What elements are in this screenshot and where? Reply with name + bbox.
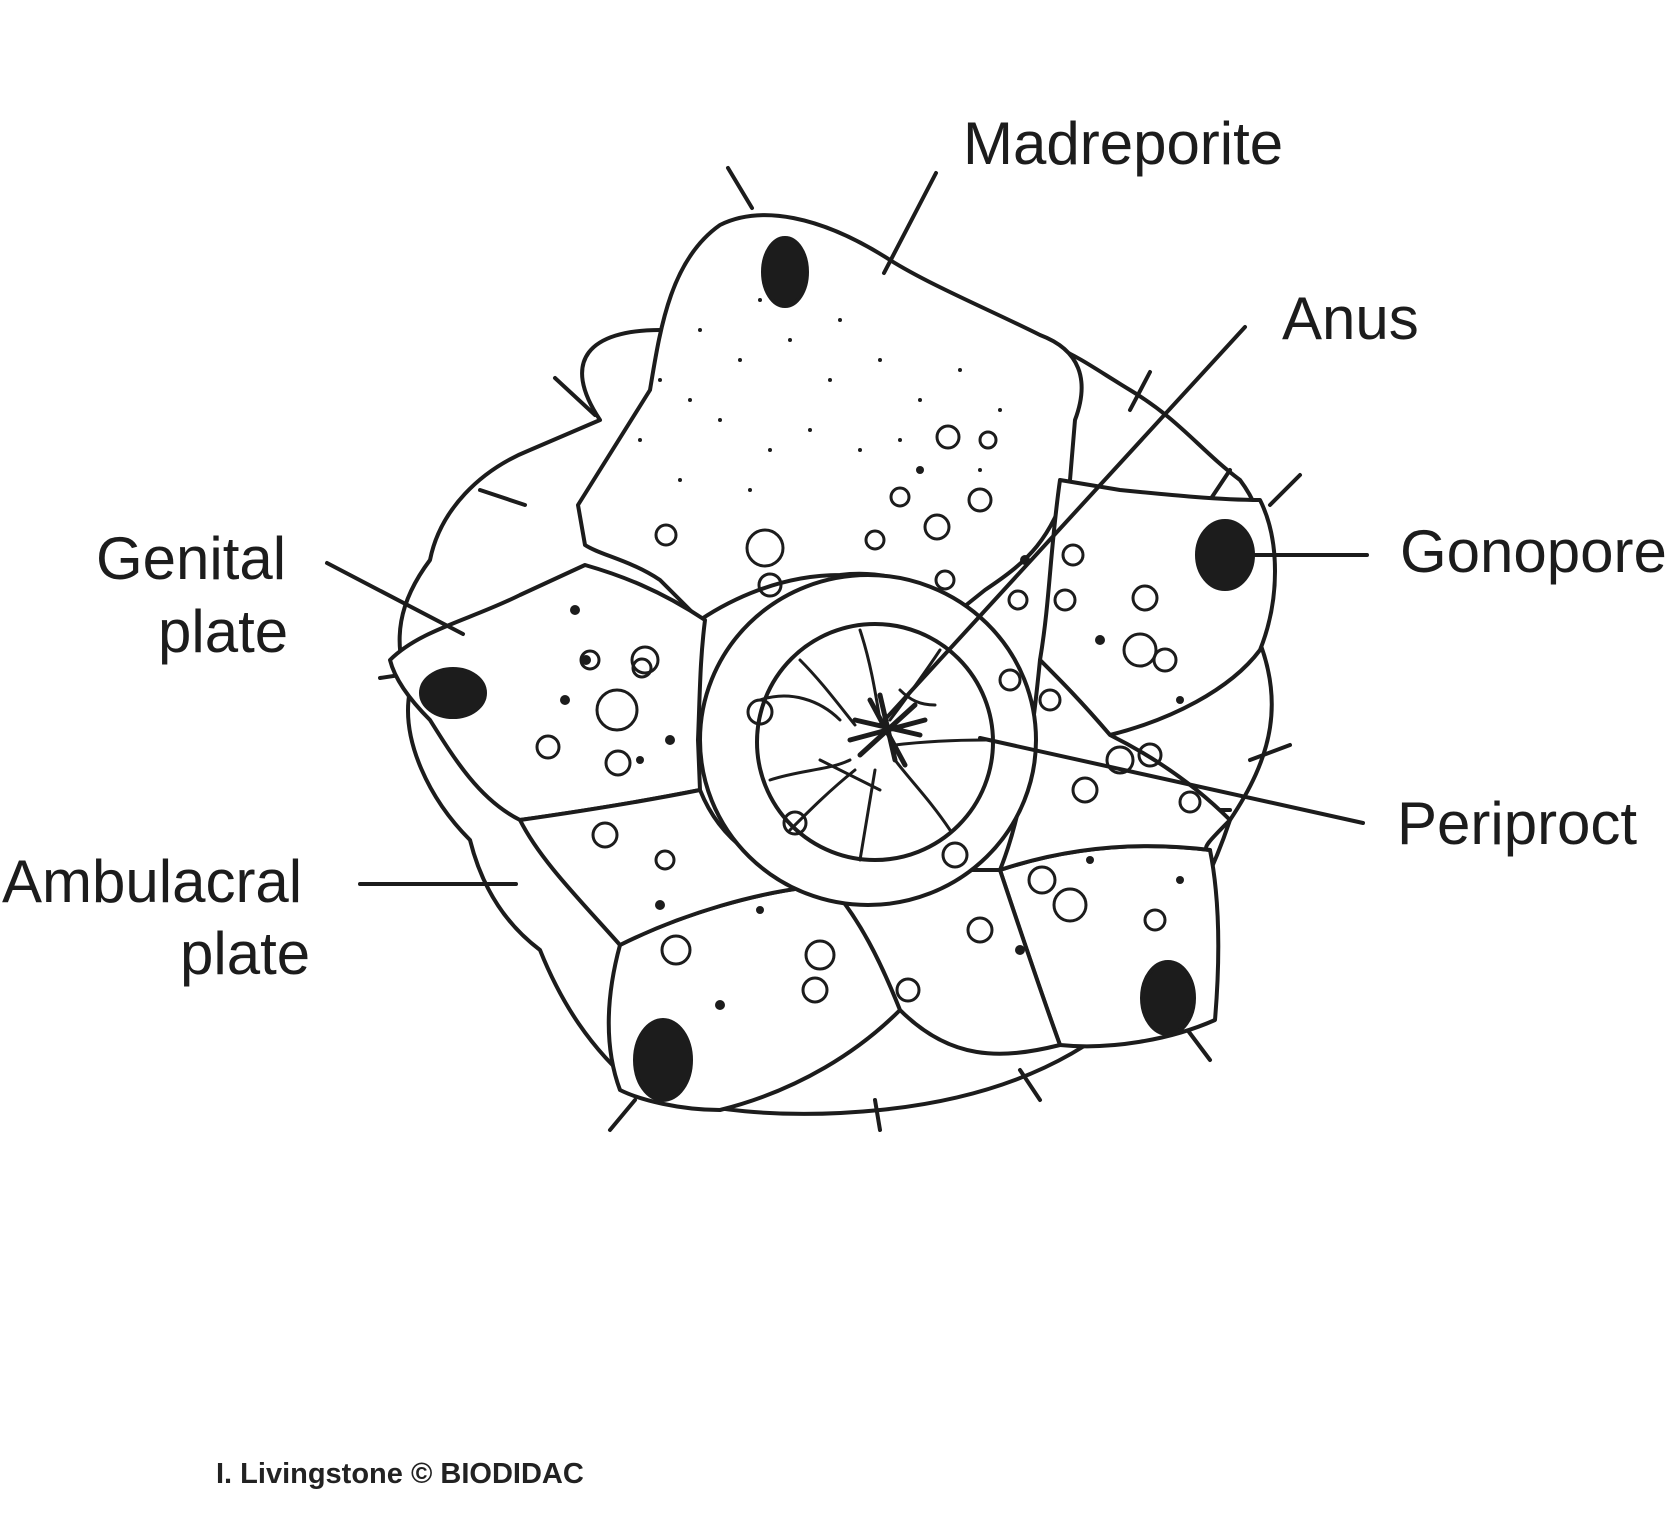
madreporite-pore [761,236,809,308]
genital-plate-lower-left-pore [633,1018,693,1102]
anus-leader [878,325,1247,727]
genital-plate-label-line1: Genital [96,525,287,592]
periproct-leader [978,736,1365,825]
genital-plate-label-line2: plate [158,598,289,665]
madreporite-plate [576,213,1084,622]
tubercles [535,424,1202,1004]
genital-plate-lower-right-pore [1140,960,1196,1036]
anus-label: Anus [1282,285,1419,352]
ambulacral-plate-right [998,658,1232,872]
madreporite-leader [882,171,938,275]
gonopore-label: Gonopore [1400,518,1667,585]
ambulacral-plate-label-line1: Ambulacral [2,848,303,915]
leader-lines [325,171,1369,886]
anus-opening [847,692,928,768]
credit-text: I. Livingstone © BIODIDAC [216,1458,584,1490]
periproct-label: Periproct [1397,790,1638,857]
genital-plate-left-gonopore [419,667,487,719]
ambulacral-plate-label-line2: plate [180,920,311,987]
genital-plate-leader [325,561,465,636]
madreporite-label: Madreporite [963,110,1284,177]
